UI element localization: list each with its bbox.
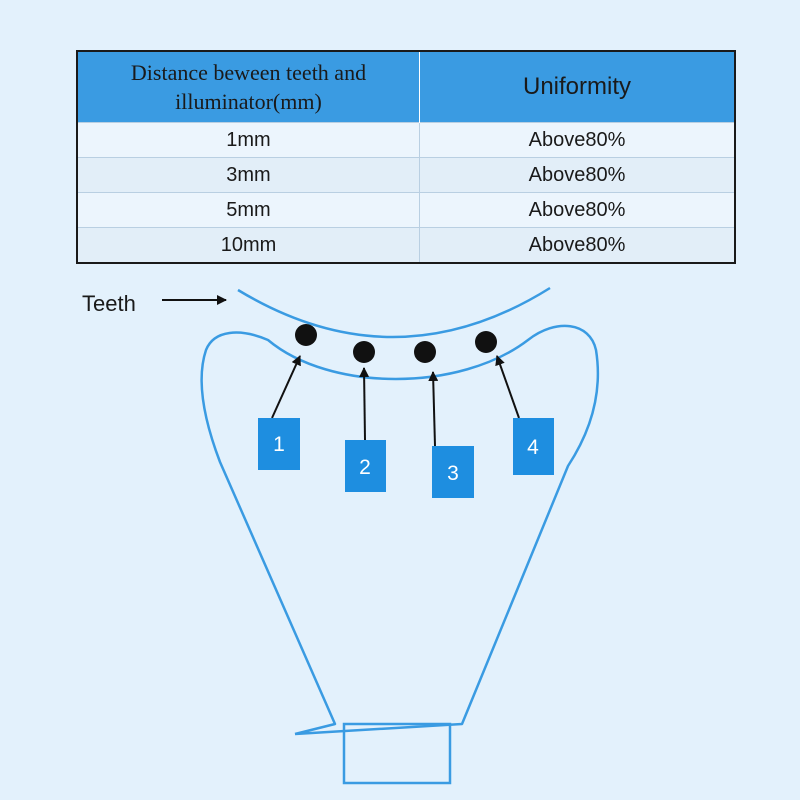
point-box-4 bbox=[513, 418, 554, 475]
header-distance: Distance beween teeth and illuminator(mm… bbox=[77, 51, 420, 123]
point-box-2 bbox=[345, 440, 386, 492]
point-label-4: 4 bbox=[527, 436, 539, 459]
table-row: 10mm Above80% bbox=[77, 227, 735, 263]
table-row: 1mm Above80% bbox=[77, 122, 735, 158]
cell-distance: 5mm bbox=[77, 192, 420, 228]
header-uniformity: Uniformity bbox=[419, 51, 735, 123]
table-header-row: Distance beween teeth and illuminator(mm… bbox=[77, 51, 735, 123]
cell-distance: 1mm bbox=[77, 122, 420, 158]
illuminator-neck bbox=[342, 722, 452, 785]
point-box-1 bbox=[258, 418, 300, 470]
pointer-arrow-4 bbox=[495, 355, 520, 419]
pointer-arrow-1 bbox=[271, 355, 301, 419]
table-row: 5mm Above80% bbox=[77, 192, 735, 228]
cell-uniformity: Above80% bbox=[419, 192, 735, 228]
teeth-label: Teeth bbox=[82, 291, 136, 316]
teeth-upper-arch bbox=[237, 286, 551, 339]
cell-distance: 3mm bbox=[77, 157, 420, 193]
table-row: 3mm Above80% bbox=[77, 157, 735, 193]
uniformity-table: Distance beween teeth and illuminator(mm… bbox=[76, 50, 736, 264]
cell-uniformity: Above80% bbox=[419, 122, 735, 158]
header-distance-line2: illuminator(mm) bbox=[175, 89, 322, 114]
measurement-dot-4 bbox=[475, 331, 497, 353]
cell-uniformity: Above80% bbox=[419, 157, 735, 193]
pointer-arrow-3 bbox=[428, 371, 439, 447]
measurement-dot-3 bbox=[414, 341, 436, 363]
measurement-dot-1 bbox=[295, 324, 317, 346]
cell-uniformity: Above80% bbox=[419, 227, 735, 263]
cell-distance: 10mm bbox=[77, 227, 420, 263]
header-distance-line1: Distance beween teeth and bbox=[130, 60, 367, 85]
measurement-dot-2 bbox=[353, 341, 375, 363]
point-label-1: 1 bbox=[273, 433, 285, 456]
point-label-3: 3 bbox=[447, 462, 459, 485]
point-box-3 bbox=[432, 446, 474, 498]
pointer-arrow-2 bbox=[359, 367, 370, 441]
point-label-2: 2 bbox=[359, 456, 371, 479]
illuminator-body-outline bbox=[200, 324, 600, 736]
